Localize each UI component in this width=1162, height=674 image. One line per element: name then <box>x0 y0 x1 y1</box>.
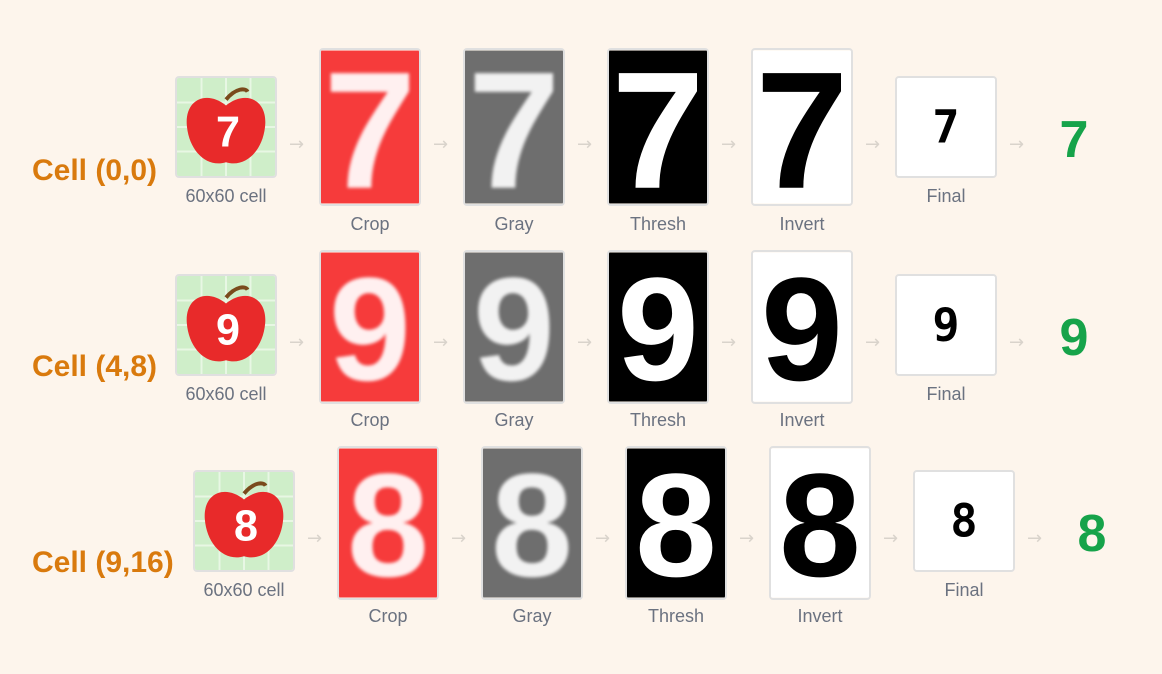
gray-caption: Gray <box>494 410 534 430</box>
invert-image: 7 <box>751 48 853 206</box>
invert-caption: Invert <box>779 410 825 430</box>
arrow-icon: → <box>577 134 593 155</box>
apple-cell-image: 7 <box>175 76 277 178</box>
invert-caption: Invert <box>779 214 825 234</box>
cell-caption: 60x60 cell <box>185 384 267 404</box>
crop-digit: 8 <box>347 448 429 598</box>
crop-image: 8 <box>337 446 439 600</box>
final-caption: Final <box>926 384 966 404</box>
arrow-icon: → <box>739 528 755 549</box>
thresh-digit: 8 <box>635 448 717 598</box>
arrow-icon: → <box>883 528 899 549</box>
cell-caption: 60x60 cell <box>203 580 285 600</box>
gray-digit: 8 <box>491 448 573 598</box>
thresh-image: 8 <box>625 446 727 600</box>
cell-label: Cell (0,0) <box>32 154 158 187</box>
arrow-icon: → <box>1009 134 1025 155</box>
arrow-icon: → <box>289 332 305 353</box>
final-digit: 7 <box>932 101 959 154</box>
cell-caption: 60x60 cell <box>185 186 267 206</box>
invert-caption: Invert <box>797 606 843 626</box>
thresh-image: 9 <box>607 250 709 404</box>
final-digit: 8 <box>950 495 977 548</box>
final-caption: Final <box>926 186 966 206</box>
crop-caption: Crop <box>368 606 408 626</box>
apple-cell-image: 8 <box>193 470 295 572</box>
thresh-digit: 9 <box>617 252 699 402</box>
gray-image: 8 <box>481 446 583 600</box>
apple-digit: 8 <box>234 503 258 551</box>
apple-icon: 9 <box>177 276 275 374</box>
gray-digit: 7 <box>468 50 561 204</box>
invert-digit: 8 <box>779 448 861 598</box>
gray-image: 9 <box>463 250 565 404</box>
apple-icon: 7 <box>177 78 275 176</box>
final-image: 8 <box>913 470 1015 572</box>
predicted-digit: 9 <box>1059 309 1089 367</box>
arrow-icon: → <box>865 134 881 155</box>
crop-digit: 7 <box>324 50 417 204</box>
final-image: 9 <box>895 274 997 376</box>
pipeline-row: Cell (9,16) 8 60x60 cell → 8 Crop → 8 Gr… <box>0 446 1162 646</box>
thresh-caption: Thresh <box>647 606 705 626</box>
predicted-digit: 8 <box>1077 505 1107 563</box>
arrow-icon: → <box>1027 528 1043 549</box>
final-image: 7 <box>895 76 997 178</box>
apple-cell-image: 9 <box>175 274 277 376</box>
predicted-digit: 7 <box>1059 111 1089 169</box>
thresh-image: 7 <box>607 48 709 206</box>
apple-icon: 8 <box>195 472 293 570</box>
crop-digit: 9 <box>329 252 411 402</box>
cell-label: Cell (4,8) <box>32 350 158 383</box>
arrow-icon: → <box>289 134 305 155</box>
cell-label: Cell (9,16) <box>32 546 174 579</box>
pipeline-row: Cell (0,0) 7 60x60 cell → 7 Crop → 7 Gra… <box>0 48 1162 248</box>
apple-digit: 7 <box>216 109 240 157</box>
arrow-icon: → <box>433 332 449 353</box>
apple-digit: 9 <box>216 307 240 355</box>
arrow-icon: → <box>595 528 611 549</box>
crop-caption: Crop <box>350 214 390 234</box>
invert-image: 9 <box>751 250 853 404</box>
gray-digit: 9 <box>473 252 555 402</box>
arrow-icon: → <box>307 528 323 549</box>
gray-caption: Gray <box>512 606 552 626</box>
thresh-caption: Thresh <box>629 410 687 430</box>
arrow-icon: → <box>721 332 737 353</box>
final-digit: 9 <box>932 299 959 352</box>
arrow-icon: → <box>451 528 467 549</box>
arrow-icon: → <box>1009 332 1025 353</box>
arrow-icon: → <box>577 332 593 353</box>
thresh-digit: 7 <box>612 50 705 204</box>
gray-caption: Gray <box>494 214 534 234</box>
crop-caption: Crop <box>350 410 390 430</box>
arrow-icon: → <box>865 332 881 353</box>
crop-image: 7 <box>319 48 421 206</box>
pipeline-row: Cell (4,8) 9 60x60 cell → 9 Crop → 9 Gra… <box>0 250 1162 450</box>
invert-digit: 7 <box>756 50 849 204</box>
arrow-icon: → <box>721 134 737 155</box>
arrow-icon: → <box>433 134 449 155</box>
final-caption: Final <box>944 580 984 600</box>
crop-image: 9 <box>319 250 421 404</box>
gray-image: 7 <box>463 48 565 206</box>
invert-image: 8 <box>769 446 871 600</box>
thresh-caption: Thresh <box>629 214 687 234</box>
invert-digit: 9 <box>761 252 843 402</box>
